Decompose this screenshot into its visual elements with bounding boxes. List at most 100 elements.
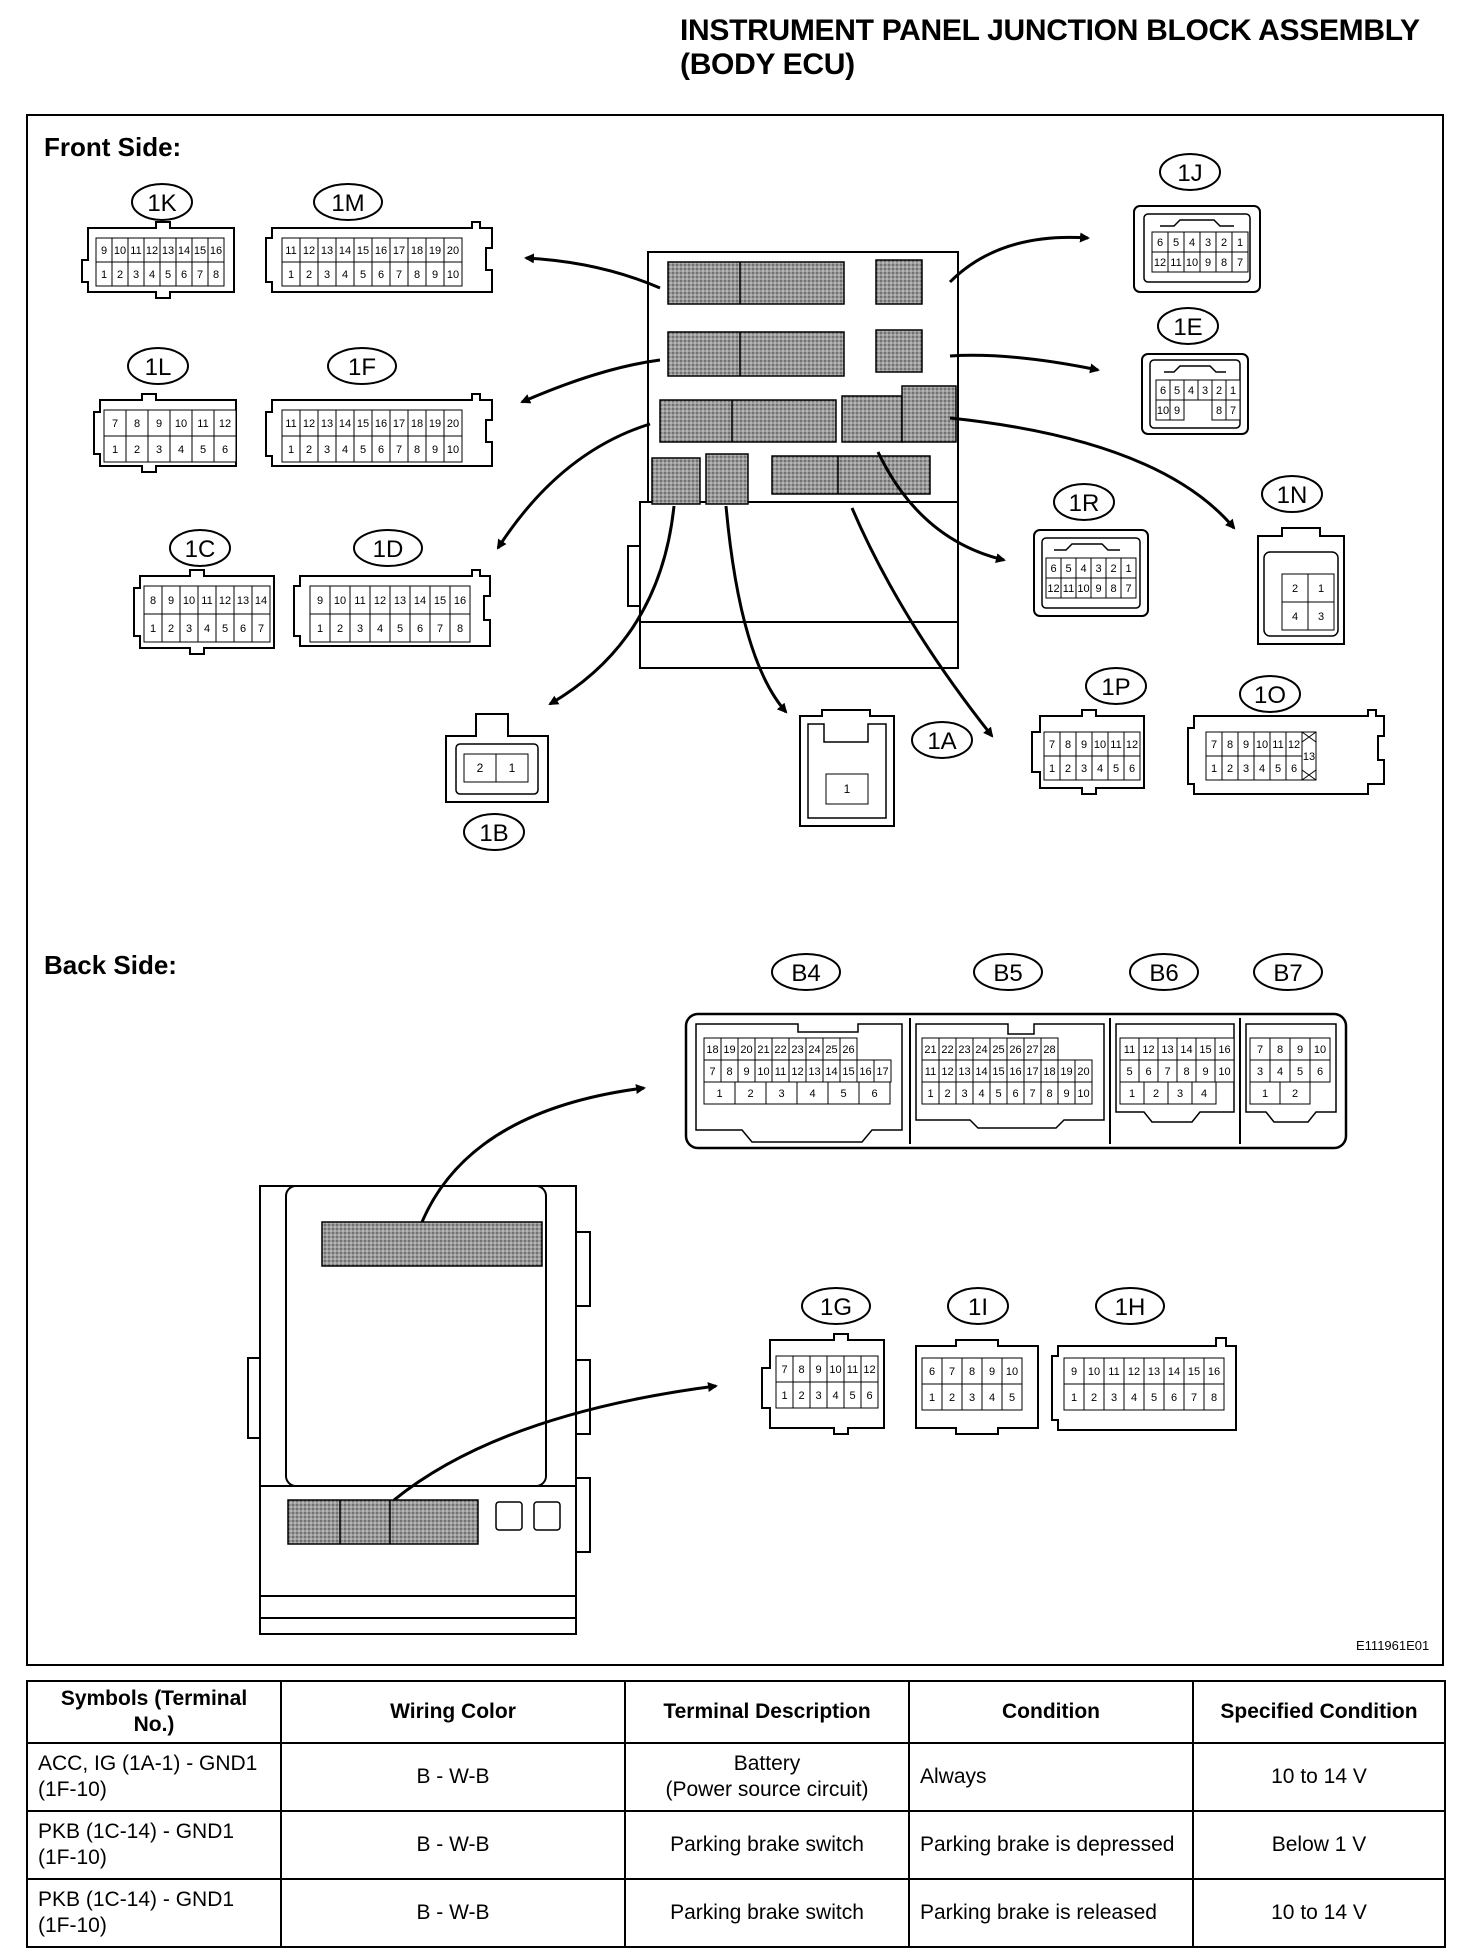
pin-7-cell — [251, 613, 271, 643]
pin-5: 5 — [1151, 1392, 1157, 1404]
pin-8: 8 — [457, 623, 463, 635]
pin-1-cell — [1307, 573, 1335, 603]
pin-9: 9 — [1174, 405, 1180, 417]
pin-2: 2 — [337, 623, 343, 635]
pin-12: 12 — [1154, 257, 1166, 269]
pin-6: 6 — [1160, 385, 1166, 397]
pin-6: 6 — [929, 1366, 935, 1378]
pin-14: 14 — [1168, 1366, 1180, 1378]
pin-4: 4 — [149, 269, 155, 281]
pin-11: 11 — [1110, 739, 1121, 751]
pin-9: 9 — [1081, 739, 1087, 751]
pin-21: 21 — [924, 1044, 936, 1056]
pin-11: 11 — [847, 1364, 858, 1376]
cell-wiring: B - W-B — [280, 1742, 626, 1812]
cell-spec: Below 1 V — [1192, 1810, 1446, 1880]
pin-1: 1 — [844, 782, 851, 796]
pin-1: 1 — [1211, 763, 1217, 775]
pin-8: 8 — [1277, 1044, 1283, 1056]
pin-11: 11 — [775, 1066, 786, 1078]
header-wiring-color: Wiring Color — [280, 1680, 626, 1744]
pin-1: 1 — [101, 269, 107, 281]
pin-5: 5 — [1275, 763, 1281, 775]
pin-12: 12 — [791, 1066, 803, 1078]
pin-4: 4 — [1131, 1392, 1137, 1404]
pin-4: 4 — [1189, 237, 1195, 249]
connector-1P-label: 1P — [1101, 674, 1130, 701]
pin-1: 1 — [1318, 583, 1324, 595]
pin-8: 8 — [414, 269, 420, 281]
pin-8: 8 — [969, 1366, 975, 1378]
pin-12: 12 — [941, 1066, 953, 1078]
pin-2: 2 — [1216, 385, 1222, 397]
pin-25: 25 — [825, 1044, 837, 1056]
pin-9: 9 — [1297, 1044, 1303, 1056]
front-arrows — [496, 232, 1236, 738]
connector-1G-label: 1G — [820, 1294, 852, 1321]
pin-5: 5 — [360, 269, 366, 281]
connector-1K-label: 1K — [147, 190, 176, 217]
pin-8: 8 — [726, 1066, 732, 1078]
pin-16: 16 — [1208, 1366, 1220, 1378]
pin-24: 24 — [808, 1044, 820, 1056]
pin-4: 4 — [1292, 611, 1298, 623]
pin-1: 1 — [288, 269, 294, 281]
pin-11: 11 — [130, 245, 141, 257]
pin-11: 11 — [197, 418, 208, 430]
pin-19: 19 — [429, 418, 441, 430]
pin-18: 18 — [411, 245, 423, 257]
pin-2: 2 — [306, 444, 312, 456]
pin-3: 3 — [1205, 237, 1211, 249]
pin-9: 9 — [432, 444, 438, 456]
pin-5: 5 — [840, 1088, 846, 1100]
pin-14: 14 — [339, 245, 351, 257]
connector-1H-label: 1H — [1115, 1294, 1146, 1321]
pin-5: 5 — [1173, 237, 1179, 249]
pin-12: 12 — [1128, 1366, 1140, 1378]
pin-7: 7 — [709, 1066, 715, 1078]
pin-14: 14 — [339, 418, 351, 430]
front-junction-block — [627, 251, 959, 669]
diagram-frame — [26, 114, 1444, 1666]
pin-5: 5 — [200, 444, 206, 456]
pin-27: 27 — [1026, 1044, 1038, 1056]
pin-20: 20 — [740, 1044, 752, 1056]
pin-1: 1 — [716, 1088, 722, 1100]
pin-8-cell — [1203, 1383, 1225, 1411]
pin-5: 5 — [397, 623, 403, 635]
pin-6-cell — [858, 1081, 891, 1105]
pin-10: 10 — [1314, 1044, 1326, 1056]
pin-16: 16 — [859, 1066, 871, 1078]
pin-15: 15 — [842, 1066, 854, 1078]
pin-8: 8 — [798, 1364, 804, 1376]
pin-2: 2 — [798, 1390, 804, 1402]
pin-6: 6 — [378, 269, 384, 281]
connector-1F-label: 1F — [348, 354, 376, 381]
pin-3: 3 — [778, 1088, 784, 1100]
pin-17: 17 — [1026, 1066, 1038, 1078]
pin-8: 8 — [150, 595, 156, 607]
pin-24: 24 — [975, 1044, 987, 1056]
pin-11: 11 — [1170, 257, 1181, 269]
pin-7: 7 — [197, 269, 203, 281]
pin-28: 28 — [1043, 1044, 1055, 1056]
pin-15: 15 — [992, 1066, 1004, 1078]
pin-10: 10 — [175, 418, 187, 430]
pin-11: 11 — [354, 595, 365, 607]
pin-6: 6 — [1145, 1066, 1151, 1078]
cell-symbols: PKB (1C-14) - GND1 (1F-10) — [26, 1810, 282, 1880]
pin-15: 15 — [194, 245, 206, 257]
pin-15: 15 — [434, 595, 446, 607]
pin-5: 5 — [849, 1390, 855, 1402]
pin-5: 5 — [1174, 385, 1180, 397]
pin-12: 12 — [374, 595, 386, 607]
pin-10: 10 — [447, 444, 459, 456]
pin-9: 9 — [1071, 1366, 1077, 1378]
pin-10: 10 — [1157, 405, 1169, 417]
pin-1: 1 — [150, 623, 156, 635]
